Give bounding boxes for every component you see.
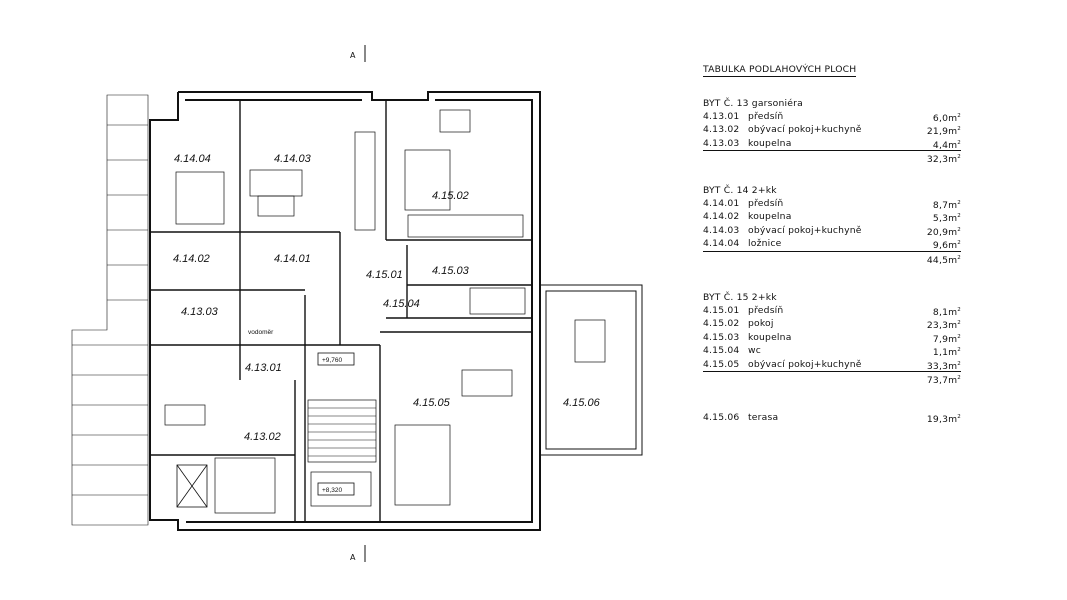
room-label-4-14-02: 4.14.02 [173,253,210,265]
terrace-outline [539,284,643,456]
apartment-total: 73,7m2 [926,374,961,386]
room-label-4-15-01: 4.15.01 [366,269,403,281]
table-row: 4.15.03 koupelna 7,9m2 [703,331,961,345]
room-label-4-13-03: 4.13.03 [181,306,219,318]
apartment-header: BYT Č. 15 2+kk [703,292,777,303]
furniture [164,109,606,514]
floor-plan: 4.14.04 4.14.03 4.15.02 4.14.02 4.14.01 … [71,45,643,562]
apartment-14-section: BYT Č. 14 2+kk 4.14.01 předsíň 8,7m2 4.1… [703,184,961,266]
level-bottom-label: +8,320 [322,487,342,494]
apartment-total: 44,5m2 [926,254,961,266]
table-row: 4.13.02 obývací pokoj+kuchyně 21,9m2 [703,124,961,138]
table-row: 4.15.04 wc 1,1m2 [703,345,961,359]
table-row: 4.15.01 předsíň 8,1m2 [703,305,961,318]
apartment-13-section: BYT Č. 13 garsoniéra 4.13.01 předsíň 6,0… [703,97,961,166]
apartment-15-section: BYT Č. 15 2+kk 4.15.01 předsíň 8,1m2 4.1… [703,291,961,386]
room-label-4-15-05: 4.15.05 [413,397,451,409]
apartment-total: 32,3m2 [926,154,961,166]
room-label-4-15-03: 4.15.03 [432,265,470,277]
room-label-4-15-06: 4.15.06 [563,397,601,409]
table-row: 4.14.04 ložnice 9,6m2 [703,238,961,252]
table-row: 4.15.02 pokoj 23,3m2 [703,318,961,332]
room-label-4-13-01: 4.13.01 [245,362,282,374]
room-label-4-14-01: 4.14.01 [274,253,311,265]
table-row: 4.14.02 koupelna 5,3m2 [703,211,961,225]
table-row: 4.14.03 obývací pokoj+kuchyně 20,9m2 [703,224,961,238]
room-label-4-13-02: 4.13.02 [244,431,281,443]
table-row: 4.14.01 předsíň 8,7m2 [703,198,961,211]
table-title: TABULKA PODLAHOVÝCH PLOCH [703,64,857,77]
stair-lines [308,407,376,457]
table-row: 4.13.01 předsíň 6,0m2 [703,111,961,124]
roof-hatching [71,94,149,526]
room-label-4-14-04: 4.14.04 [174,153,211,165]
apartment-header: BYT Č. 14 2+kk [703,185,777,196]
section-mark-top: A [350,51,356,60]
meter-note: vodoměr [248,329,274,336]
shaft [176,464,208,508]
level-top-label: +9,760 [322,357,342,364]
apartment-header: BYT Č. 13 garsoniéra [703,98,803,109]
room-label-4-15-02: 4.15.02 [432,190,469,202]
terrace-section: 4.15.06 terasa 19,3m2 [703,411,961,425]
room-label-4-15-04: 4.15.04 [383,298,420,310]
room-label-4-14-03: 4.14.03 [274,153,312,165]
table-row: 4.13.03 koupelna 4,4m2 [703,137,961,152]
interior-walls [150,100,532,522]
table-row: 4.15.05 obývací pokoj+kuchyně 33,3m2 [703,358,961,372]
table-row: 4.15.06 terasa 19,3m2 [703,412,961,425]
outer-walls [149,91,541,531]
level-box-bottom [317,482,355,496]
section-mark-bottom: A [350,553,356,562]
level-box-top [317,352,355,366]
